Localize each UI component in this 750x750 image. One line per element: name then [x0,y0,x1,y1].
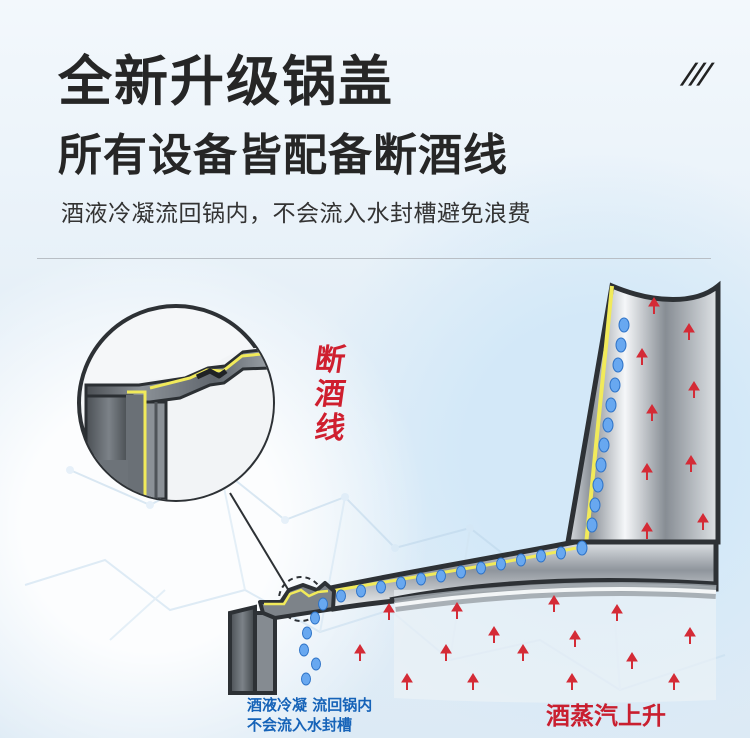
headline-secondary: 所有设备皆配备断酒线 [58,130,508,181]
condensate-caption-line-2: 不会流入水封槽 [247,716,353,734]
break-line-label: 断 酒 线 [311,343,349,446]
break-line-char-1: 断 [312,343,348,378]
vapor-caption: 酒蒸汽上升 [546,702,666,730]
headline-primary: 全新升级锅盖 [58,50,394,113]
feature-description: 酒液冷凝流回锅内，不会流入水封槽避免浪费 [61,201,531,227]
zoom-circle [77,304,275,502]
section-divider [37,258,711,259]
condensation-drops [299,317,630,686]
vapor-arrows [354,297,709,690]
break-line-char-3: 线 [312,411,348,446]
condensate-caption: 酒液冷凝 流回锅内 不会流入水封槽 [247,695,407,735]
bottom-strip [0,738,750,750]
break-line-char-2: 酒 [312,377,348,412]
condensate-caption-line-1: 酒液冷凝 流回锅内 [247,696,373,714]
lid-structure [228,280,721,703]
